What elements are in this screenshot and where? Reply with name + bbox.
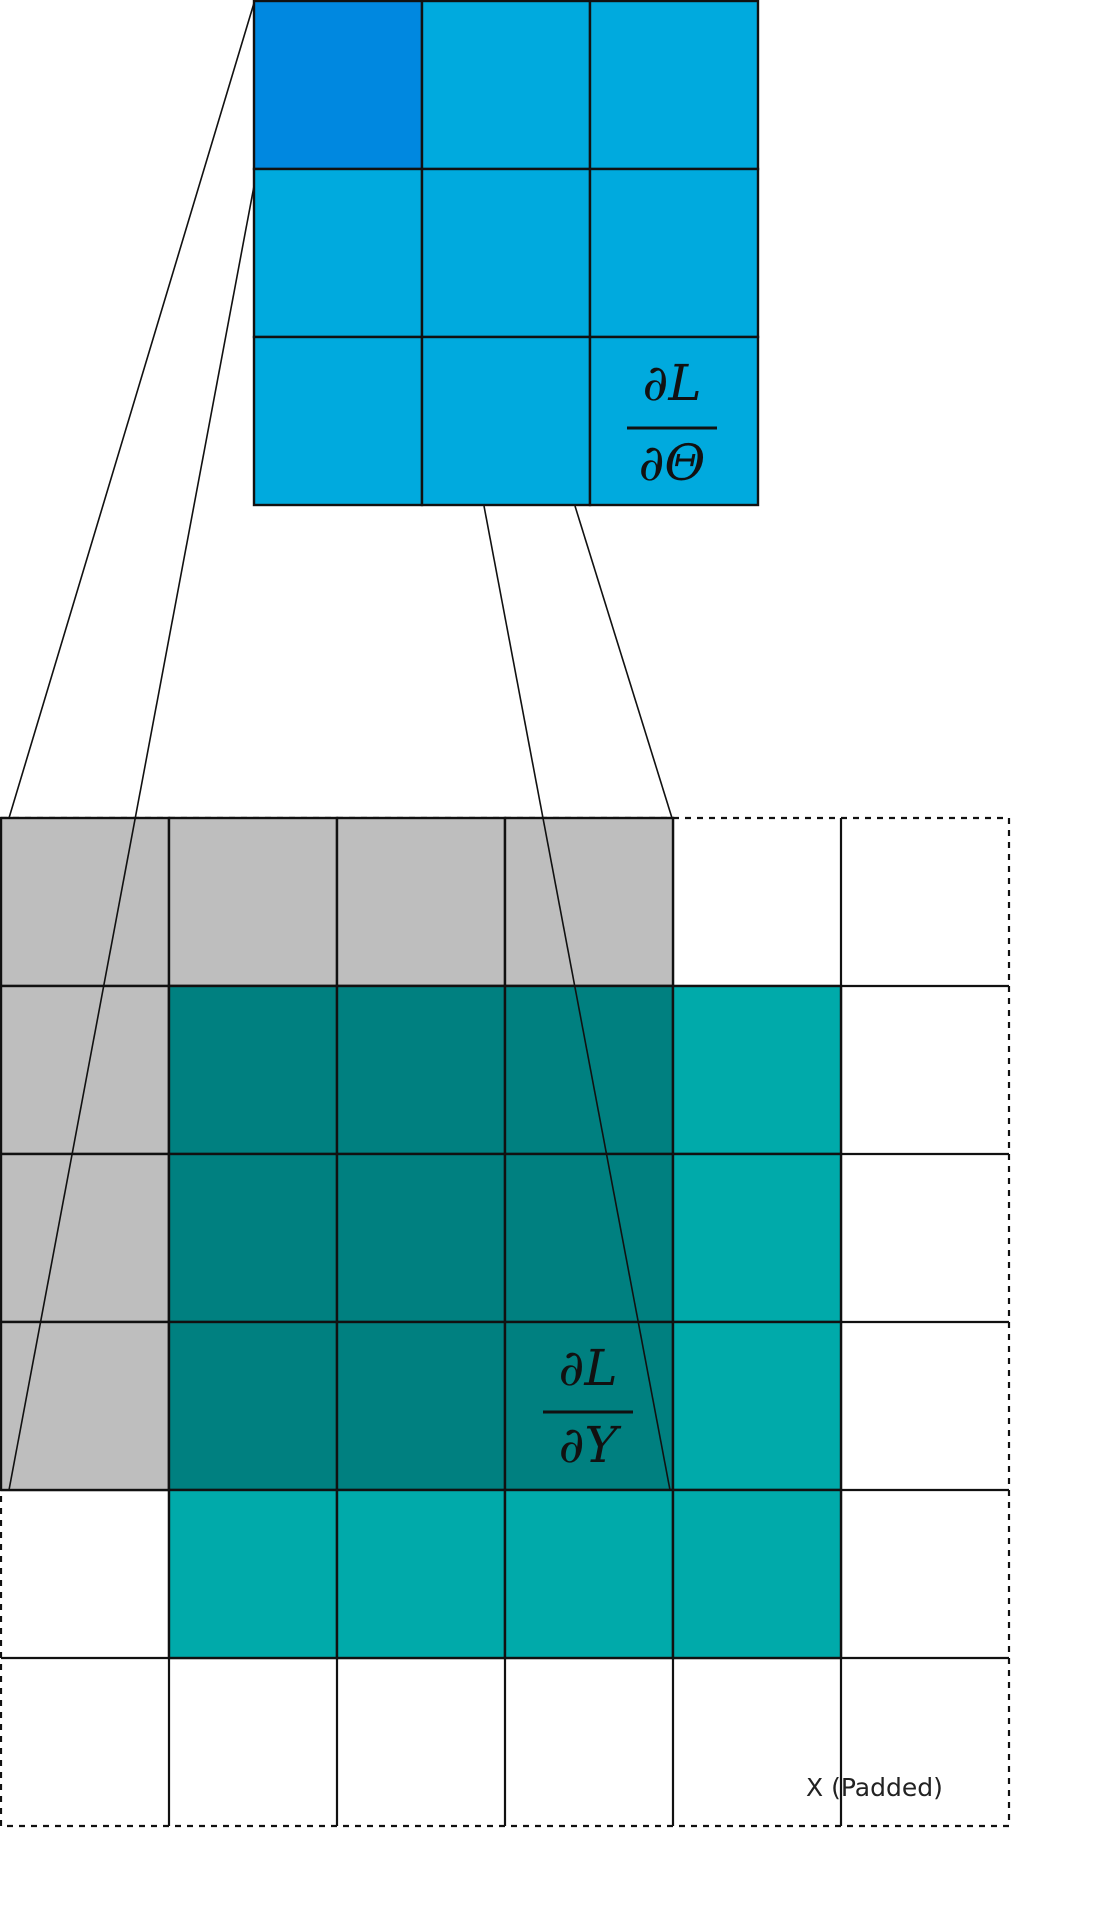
dtheta-cell [420,167,592,339]
dy-denominator: ∂Y [559,1416,622,1474]
dy-overlap-cell [167,984,339,1156]
dtheta-cell [420,0,592,171]
x-cell [839,816,1011,988]
dy-numerator: ∂L [558,1339,617,1397]
projection-line [8,2,255,819]
dy-grid [167,984,843,1660]
window-cell [0,984,171,1156]
dy-overlap-cell [335,1152,507,1324]
window-cell [0,1152,171,1324]
dy-overlap-cell [167,1152,339,1324]
x-cell [839,1152,1011,1324]
window-cell [335,816,507,988]
dy-overlap-cell [167,1320,339,1492]
x-cell [839,984,1011,1156]
dtheta-highlight-cell [252,0,424,171]
dy-overlap-cell [503,1152,675,1324]
window-cell [167,816,339,988]
dtheta-fraction: ∂L ∂Θ [627,354,717,492]
x-cell [335,1656,507,1828]
dy-cell [335,1488,507,1660]
projection-line [8,185,255,1491]
dy-cell [503,1488,675,1660]
x-padded-label: X (Padded) [806,1773,943,1802]
x-cell [167,1656,339,1828]
x-cell [671,816,843,988]
dtheta-numerator: ∂L [642,354,701,412]
x-cell [839,1488,1011,1660]
x-cell [0,1488,171,1660]
dy-overlap-cell [503,1320,675,1492]
x-cell [0,1656,171,1828]
dy-overlap-cell [335,984,507,1156]
dy-cell [671,984,843,1156]
dy-cell [671,1152,843,1324]
x-cell [503,1656,675,1828]
dy-cell [167,1488,339,1660]
dtheta-cell [588,167,760,339]
dy-overlap-cell [335,1320,507,1492]
dy-cell [671,1320,843,1492]
x-cell [839,1320,1011,1492]
dtheta-cell [588,0,760,171]
window-cell [0,1320,171,1492]
projection-lines [8,2,673,1491]
x-cell [839,1656,1011,1828]
dtheta-cell [588,335,760,507]
projection-line [574,505,673,819]
dtheta-grid [252,0,760,507]
window-cell [503,816,675,988]
dtheta-cell [252,167,424,339]
dtheta-cell [420,335,592,507]
dy-fraction: ∂L ∂Y [543,1339,633,1474]
dy-cell [671,1488,843,1660]
dtheta-cell [252,335,424,507]
dtheta-denominator: ∂Θ [639,434,706,492]
projection-line [483,505,671,1491]
window-cell [0,816,171,988]
dy-overlap-cell [503,984,675,1156]
